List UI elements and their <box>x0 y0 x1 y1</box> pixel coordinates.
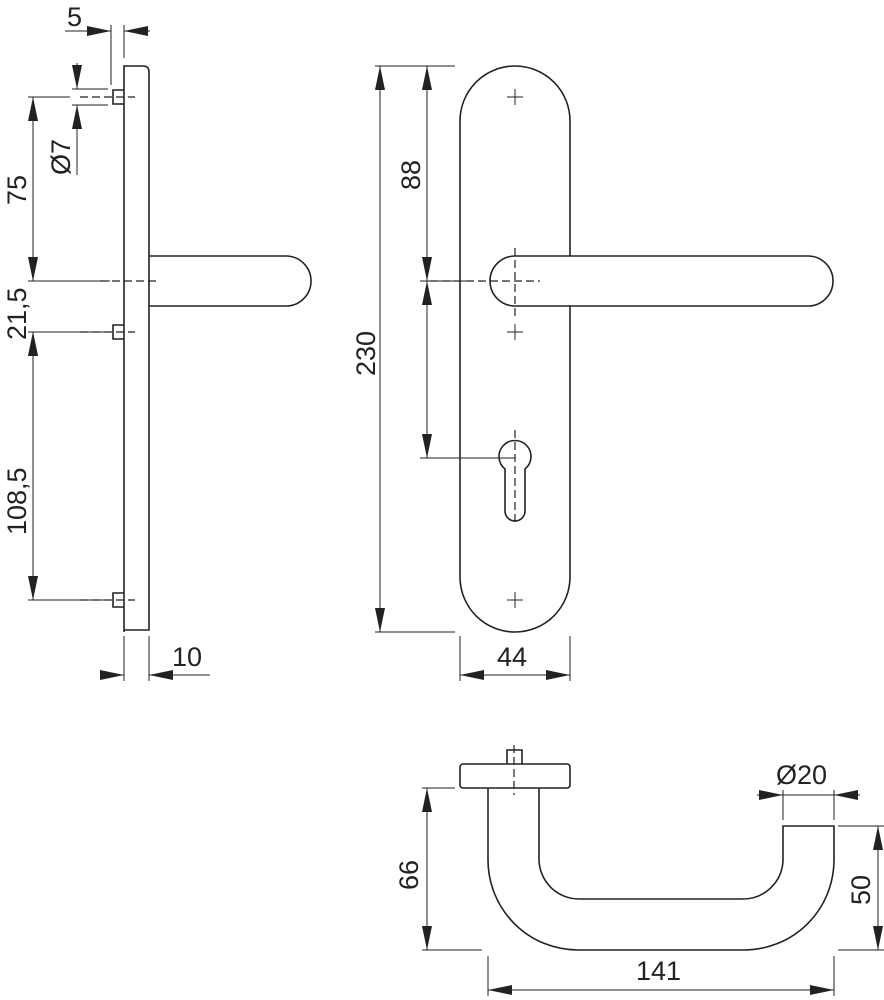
backplate-front <box>459 65 571 633</box>
side-view: 5 Ø7 75 21,5 108,5 10 <box>2 2 312 681</box>
dim-lower-screw: 21,5 <box>2 287 32 340</box>
dim-length: 141 <box>636 956 681 986</box>
dim-pin-offset: 5 <box>67 2 82 32</box>
dim-projection: 66 <box>394 860 424 890</box>
dim-end-height: 50 <box>846 875 876 905</box>
dim-handle-offset: 88 <box>396 160 426 190</box>
screw-pins <box>80 89 135 608</box>
handle-view: 66 50 Ø20 141 <box>394 745 884 996</box>
backplate-side <box>123 65 150 632</box>
dim-height: 230 <box>351 331 381 376</box>
dim-thickness: 10 <box>172 642 202 672</box>
dim-diameter: Ø20 <box>776 760 827 790</box>
cylinder-cutout <box>498 439 532 522</box>
lever-u-shape <box>487 788 835 951</box>
lever-side <box>149 255 312 307</box>
dim-bottom-screw: 108,5 <box>2 467 32 535</box>
dim-width: 44 <box>497 642 527 672</box>
lever-front <box>489 255 834 307</box>
dim-pin-diameter: Ø7 <box>46 139 76 175</box>
rose <box>459 763 571 789</box>
front-view: 230 88 44 <box>351 65 834 681</box>
dim-top-screw: 75 <box>2 175 32 205</box>
screw-marks <box>507 89 523 608</box>
